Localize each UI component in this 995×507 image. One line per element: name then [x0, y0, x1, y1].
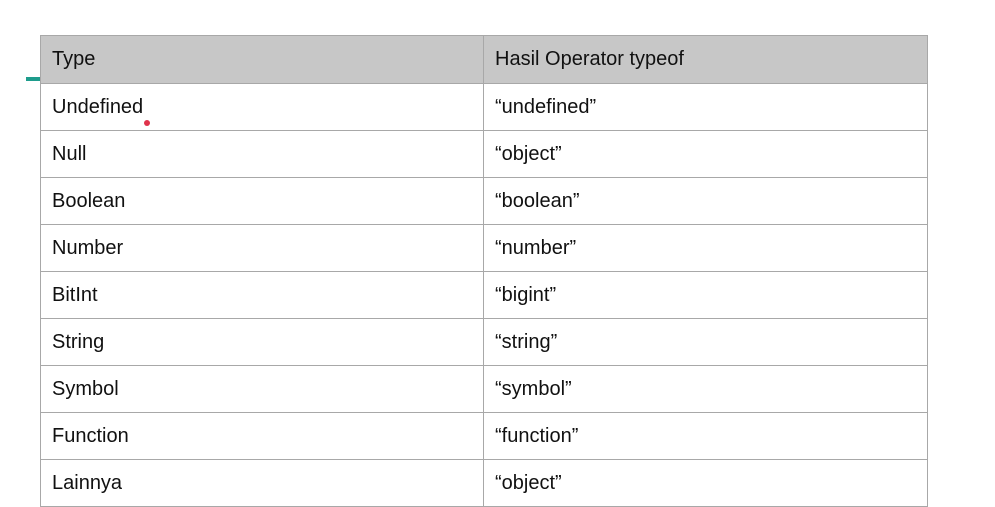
type-cell[interactable]: BitInt — [40, 271, 484, 319]
type-cell[interactable]: String — [40, 318, 484, 366]
result-cell[interactable]: “undefined” — [483, 83, 928, 131]
type-cell[interactable]: Number — [40, 224, 484, 272]
result-cell[interactable]: “object” — [483, 459, 928, 507]
table-header: Type Hasil Operator typeof — [40, 35, 928, 84]
table-row: Undefined “undefined” — [40, 83, 928, 131]
result-cell[interactable]: “number” — [483, 224, 928, 272]
type-cell[interactable]: Boolean — [40, 177, 484, 225]
table-row: Number “number” — [40, 224, 928, 272]
type-cell[interactable]: Lainnya — [40, 459, 484, 507]
table-row: Null “object” — [40, 130, 928, 178]
header-type: Type — [40, 35, 484, 84]
table-row: Lainnya “object” — [40, 459, 928, 507]
typeof-table: Type Hasil Operator typeof Undefined “un… — [40, 35, 928, 507]
result-cell[interactable]: “string” — [483, 318, 928, 366]
header-typeof-result: Hasil Operator typeof — [483, 35, 928, 84]
result-cell[interactable]: “function” — [483, 412, 928, 460]
table-header-row: Type Hasil Operator typeof — [40, 35, 928, 84]
result-cell[interactable]: “object” — [483, 130, 928, 178]
type-cell[interactable]: Undefined — [40, 83, 484, 131]
table-row: Symbol “symbol” — [40, 365, 928, 413]
spellcheck-marker — [144, 119, 150, 126]
type-cell-text: Undefined — [52, 95, 150, 126]
result-cell[interactable]: “boolean” — [483, 177, 928, 225]
type-cell[interactable]: Function — [40, 412, 484, 460]
type-cell[interactable]: Symbol — [40, 365, 484, 413]
result-cell[interactable]: “symbol” — [483, 365, 928, 413]
type-cell[interactable]: Null — [40, 130, 484, 178]
type-label: Undefined — [52, 95, 144, 118]
table-row: BitInt “bigint” — [40, 271, 928, 319]
table-body: Undefined “undefined” Null “object” Bool… — [40, 83, 928, 507]
result-cell[interactable]: “bigint” — [483, 271, 928, 319]
table-row: String “string” — [40, 318, 928, 366]
table-row: Function “function” — [40, 412, 928, 460]
section-marker — [26, 77, 40, 81]
table-row: Boolean “boolean” — [40, 177, 928, 225]
